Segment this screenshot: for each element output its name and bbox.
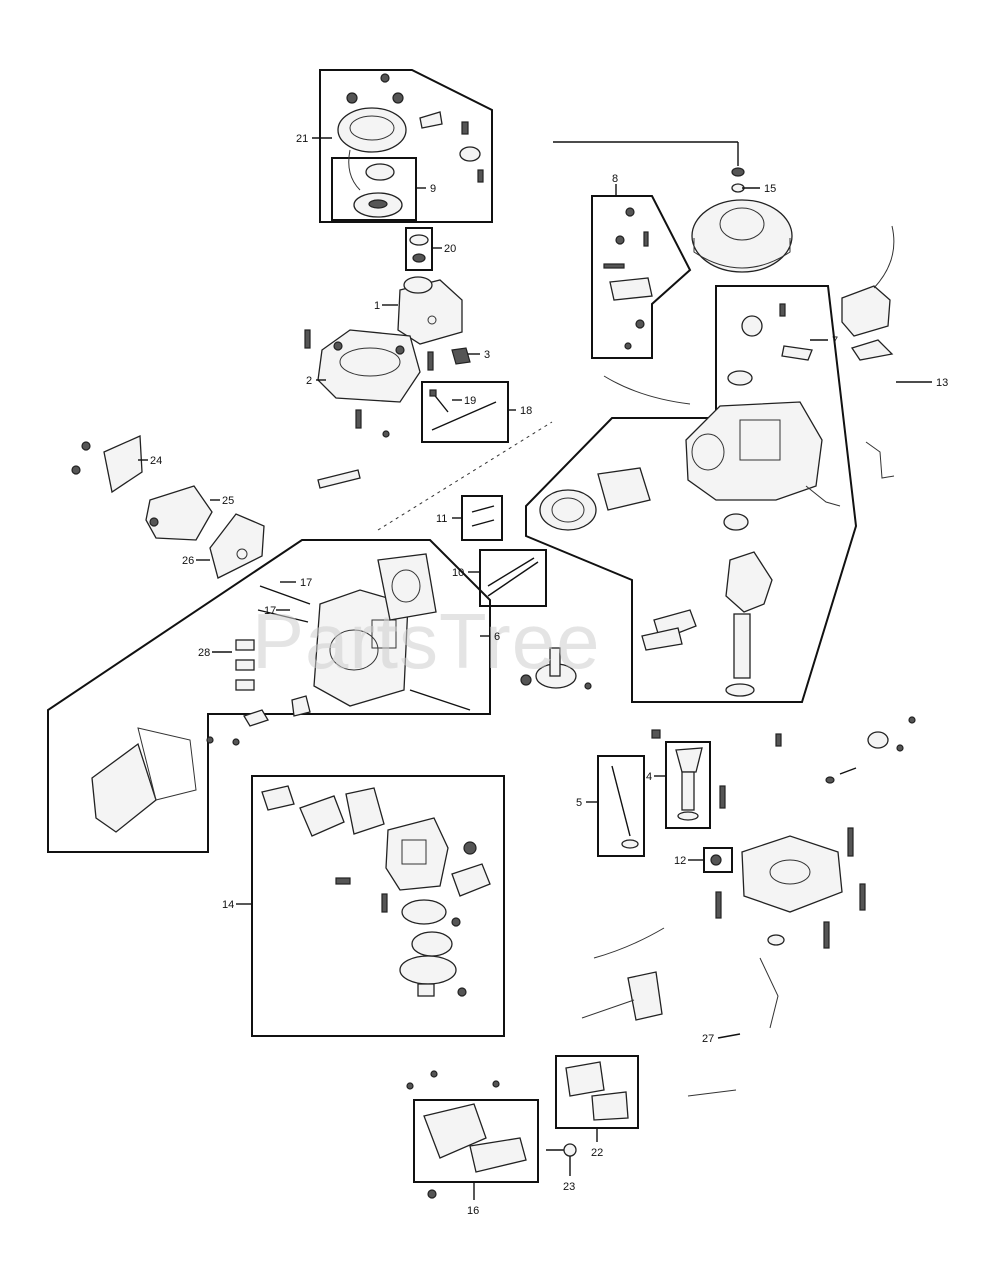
part-19-pushrod[interactable] [429,389,449,413]
governor-link[interactable] [603,375,691,405]
throttle-parts[interactable] [825,716,916,784]
callout-23[interactable]: 23 [563,1181,575,1193]
callout-19[interactable]: 19 [464,395,476,407]
head-gasket[interactable] [377,553,437,621]
part-16-air-cleaner[interactable] [406,1070,527,1199]
part-15-flywheel-nut[interactable] [731,167,745,193]
rocker-arms[interactable] [206,695,311,746]
callout-28[interactable]: 28 [198,647,210,659]
part-3-clip[interactable] [451,347,471,365]
piston-assembly[interactable] [539,467,651,531]
carb-bowl[interactable] [399,899,457,997]
crankcase-cover[interactable] [741,835,843,913]
callout-24[interactable]: 24 [150,455,162,467]
callout-27[interactable]: 27 [702,1033,714,1045]
callout-1[interactable]: 1 [374,300,380,312]
callout-18[interactable]: 18 [520,405,532,417]
leader-lines [138,137,828,1200]
part-11-bolts[interactable] [471,505,495,527]
group-21-outline [319,69,493,223]
crankshaft[interactable] [723,513,773,697]
group-9-box [331,157,417,221]
group-10-box [479,549,547,607]
dipstick-tube[interactable] [317,469,361,489]
callout-7[interactable]: 7 [832,335,838,347]
valve-cover[interactable] [91,727,197,833]
callout-4[interactable]: 4 [646,771,652,783]
callout-10[interactable]: 10 [452,567,464,579]
ignition-parts[interactable] [727,303,813,386]
valve-springs[interactable] [235,585,471,711]
part-22-filter[interactable] [565,1061,629,1121]
group-7-outline [525,285,858,703]
callout-6[interactable]: 6 [494,631,500,643]
callout-15[interactable]: 15 [764,183,776,195]
part-13-ignition-coil[interactable] [805,225,895,507]
dashed-link [377,421,553,531]
recoil-starter-housing[interactable] [337,107,407,191]
cylinder-head[interactable] [313,589,409,707]
callout-20[interactable]: 20 [444,243,456,255]
callout-25[interactable]: 25 [222,495,234,507]
part-2-head-cover[interactable] [317,329,421,403]
part-8-governor-assembly[interactable] [603,207,653,350]
part-26-heat-shield[interactable] [209,513,265,579]
starter-pulley[interactable] [353,163,403,218]
callout-22[interactable]: 22 [591,1147,603,1159]
part-12-seal[interactable] [710,854,722,866]
callout-3[interactable]: 3 [484,349,490,361]
callout-16[interactable]: 16 [467,1205,479,1217]
part-24-muffler-guard[interactable] [71,435,143,494]
group-20-box [405,227,433,271]
group-16-box [413,1099,539,1183]
governor-linkage[interactable] [581,927,779,1097]
group-18-box [421,381,509,443]
callout-26[interactable]: 26 [182,555,194,567]
group-14-box [251,775,505,1037]
flywheel[interactable] [691,199,793,273]
part-5-dipstick[interactable] [611,765,639,849]
callout-21[interactable]: 21 [296,133,308,145]
hardware-bolts-2[interactable] [304,329,434,438]
carburetor[interactable] [385,817,491,897]
part-18-pushrod[interactable] [431,401,497,431]
callout-5[interactable]: 5 [576,797,582,809]
callout-17-lower[interactable]: 17 [264,605,276,617]
callout-17-upper[interactable]: 17 [300,577,312,589]
part-20-screen[interactable] [409,234,429,263]
group-4-box [665,741,711,829]
part-4-fill-tube[interactable] [675,747,703,821]
connecting-rod[interactable] [641,609,697,651]
callout-labels: 21 9 20 1 3 2 19 18 24 25 26 11 10 17 17… [150,133,948,1217]
part-25-muffler[interactable] [145,485,213,541]
part-23-knob[interactable] [546,1143,577,1157]
carb-spacer[interactable] [261,785,385,837]
group-5-box [597,755,645,857]
callout-9[interactable]: 9 [430,183,436,195]
callout-11[interactable]: 11 [436,513,447,525]
carb-hardware[interactable] [335,877,467,997]
group-8-outline [591,195,692,359]
group-6-outline [47,539,491,853]
crankcase-bolts[interactable] [651,729,866,949]
part-10-rods[interactable] [487,557,539,597]
part-1-shroud[interactable] [397,276,463,345]
callout-2[interactable]: 2 [306,375,312,387]
callout-14[interactable]: 14 [222,899,234,911]
camshaft-gear[interactable] [520,647,592,690]
callout-12[interactable]: 12 [674,855,686,867]
starter-hardware[interactable] [346,73,484,183]
callout-8[interactable]: 8 [612,173,618,185]
watermark: PartsTree [252,597,601,685]
engine-block[interactable] [685,401,823,501]
callout-13[interactable]: 13 [936,377,948,389]
group-11-box [461,495,503,541]
